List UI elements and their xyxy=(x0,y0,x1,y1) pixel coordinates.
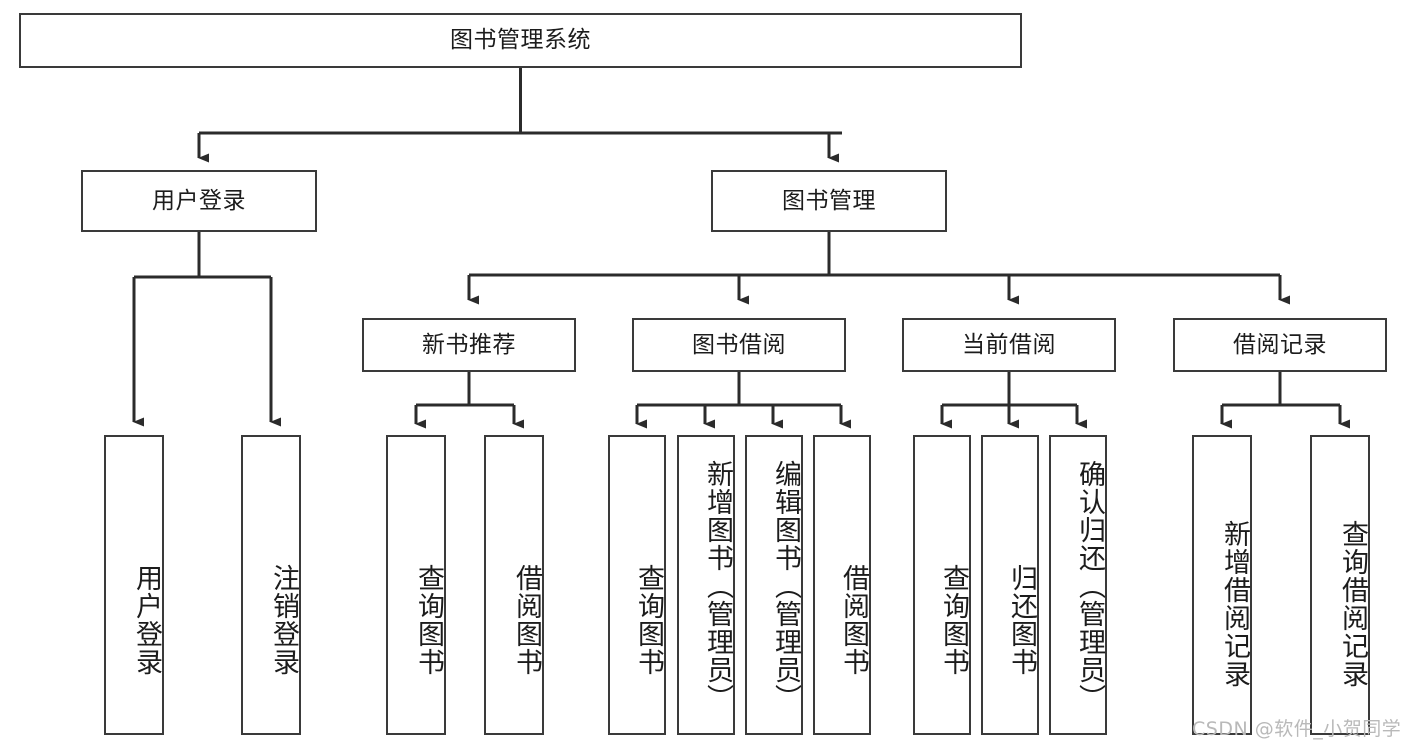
node-label: 编辑图书（管理员） xyxy=(770,460,801,712)
node-label: 借阅记录 xyxy=(1233,331,1327,358)
node-label: 图书管理 xyxy=(782,187,876,214)
node-label: 查询图书 xyxy=(938,564,969,676)
node-borrow-records[interactable]: 借阅记录 xyxy=(1173,318,1387,372)
node-root-book-management-system[interactable]: 图书管理系统 xyxy=(19,13,1022,68)
leaf-current-borrow-query[interactable]: 查询图书 xyxy=(913,435,971,735)
node-label: 归还图书 xyxy=(1006,564,1037,676)
node-label: 用户登录 xyxy=(131,564,162,676)
node-label: 查询图书 xyxy=(633,564,664,676)
node-new-book-recommend[interactable]: 新书推荐 xyxy=(362,318,576,372)
leaf-book-borrow-add[interactable]: 新增图书（管理员） xyxy=(677,435,735,735)
leaf-new-book-query[interactable]: 查询图书 xyxy=(386,435,446,735)
leaf-borrow-record-add[interactable]: 新增借阅记录 xyxy=(1192,435,1252,735)
leaf-current-borrow-return[interactable]: 归还图书 xyxy=(981,435,1039,735)
node-label: 新增借阅记录 xyxy=(1219,520,1250,688)
node-label: 确认归还（管理员） xyxy=(1074,460,1105,712)
node-label: 图书借阅 xyxy=(692,331,786,358)
node-book-borrow[interactable]: 图书借阅 xyxy=(632,318,846,372)
node-label: 新增图书（管理员） xyxy=(702,460,733,712)
csdn-watermark: CSDN @软件_小贺同学 xyxy=(1192,718,1402,740)
node-label: 注销登录 xyxy=(268,564,299,676)
node-label: 查询借阅记录 xyxy=(1337,520,1368,688)
node-label: 查询图书 xyxy=(413,564,444,676)
node-label: 用户登录 xyxy=(152,187,246,214)
node-current-borrow[interactable]: 当前借阅 xyxy=(902,318,1116,372)
node-label: 图书管理系统 xyxy=(450,27,591,54)
leaf-current-borrow-confirm-return[interactable]: 确认归还（管理员） xyxy=(1049,435,1107,735)
leaf-user-login-signout[interactable]: 注销登录 xyxy=(241,435,301,735)
node-user-login[interactable]: 用户登录 xyxy=(81,170,317,232)
leaf-book-borrow-borrow[interactable]: 借阅图书 xyxy=(813,435,871,735)
node-book-management[interactable]: 图书管理 xyxy=(711,170,947,232)
node-label: 当前借阅 xyxy=(962,331,1056,358)
node-label: 新书推荐 xyxy=(422,331,516,358)
node-label: 借阅图书 xyxy=(511,564,542,676)
leaf-book-borrow-edit[interactable]: 编辑图书（管理员） xyxy=(745,435,803,735)
node-label: 借阅图书 xyxy=(838,564,869,676)
leaf-book-borrow-query[interactable]: 查询图书 xyxy=(608,435,666,735)
leaf-borrow-record-query[interactable]: 查询借阅记录 xyxy=(1310,435,1370,735)
leaf-new-book-borrow[interactable]: 借阅图书 xyxy=(484,435,544,735)
leaf-user-login-signin[interactable]: 用户登录 xyxy=(104,435,164,735)
